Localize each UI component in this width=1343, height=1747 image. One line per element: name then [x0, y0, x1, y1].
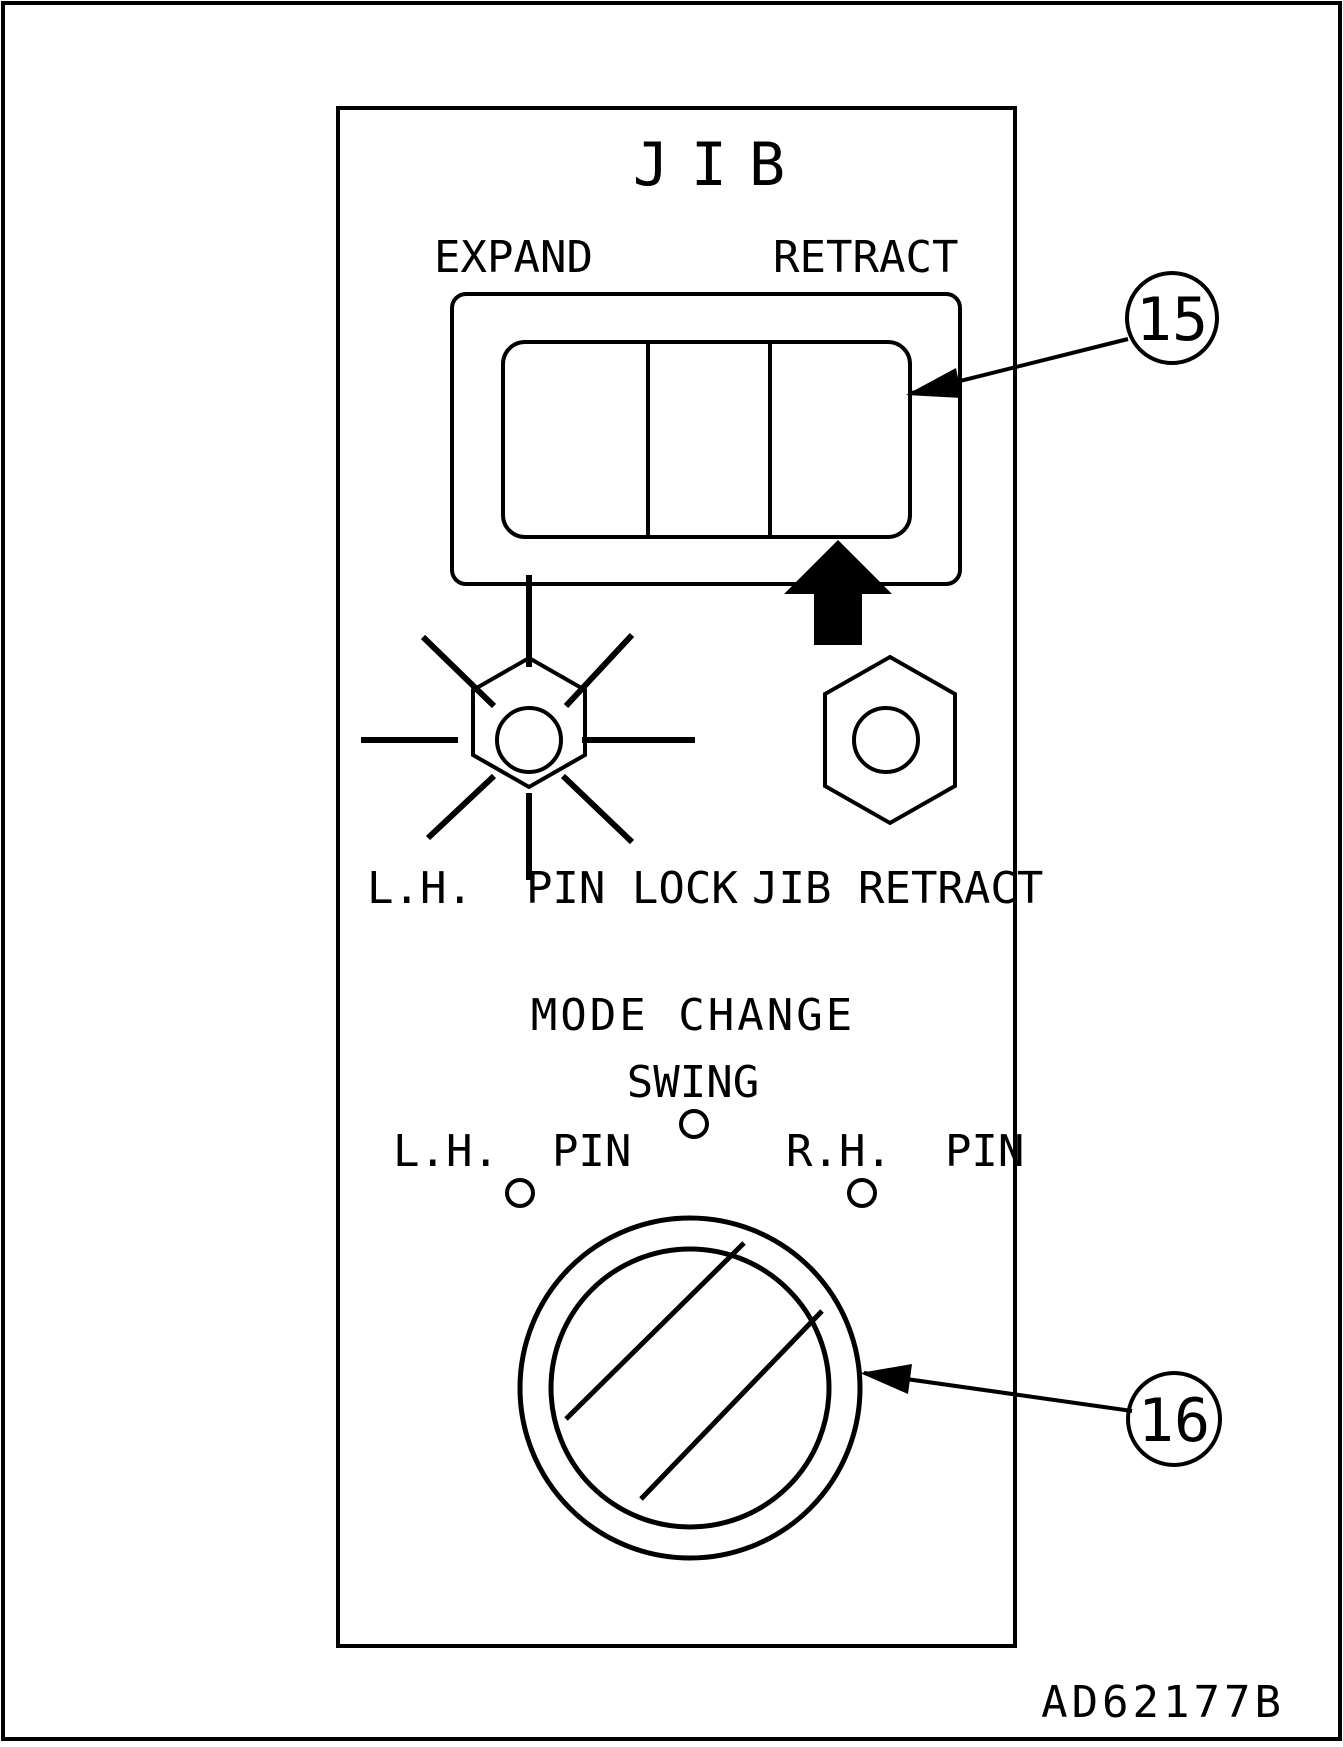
- expand-label: EXPAND: [434, 232, 593, 283]
- lh-pin-lock-label: L.H. PIN LOCK: [367, 863, 738, 914]
- callout-15: 15: [906, 271, 1219, 398]
- retract-label: RETRACT: [773, 232, 958, 283]
- mode-change-rotary-knob[interactable]: [517, 1215, 863, 1561]
- jib-retract-lamp: [823, 654, 957, 826]
- rh-pin-position-dot: [847, 1178, 877, 1208]
- svg-text:15: 15: [1136, 285, 1208, 355]
- panel-title: JIB: [633, 130, 807, 200]
- light-rays-icon: [361, 632, 695, 880]
- rh-pin-label: R.H. PIN: [786, 1126, 1024, 1177]
- svg-text:16: 16: [1138, 1386, 1210, 1456]
- jib-retract-label: JIB RETRACT: [752, 863, 1043, 914]
- panel-plate: [336, 106, 1017, 1648]
- jib-rocker-switch[interactable]: [450, 292, 962, 586]
- swing-label: SWING: [627, 1057, 759, 1108]
- figure-code: AD62177B: [1041, 1677, 1285, 1728]
- lh-pin-position-dot: [505, 1178, 535, 1208]
- callout-16: 16: [860, 1364, 1222, 1467]
- lh-pin-lock-lamp: [361, 632, 695, 880]
- retract-pressed-arrow-icon: [784, 540, 892, 645]
- mode-change-title: MODE CHANGE: [531, 990, 855, 1041]
- lh-pin-label: L.H. PIN: [393, 1126, 631, 1177]
- swing-position-dot: [679, 1109, 709, 1139]
